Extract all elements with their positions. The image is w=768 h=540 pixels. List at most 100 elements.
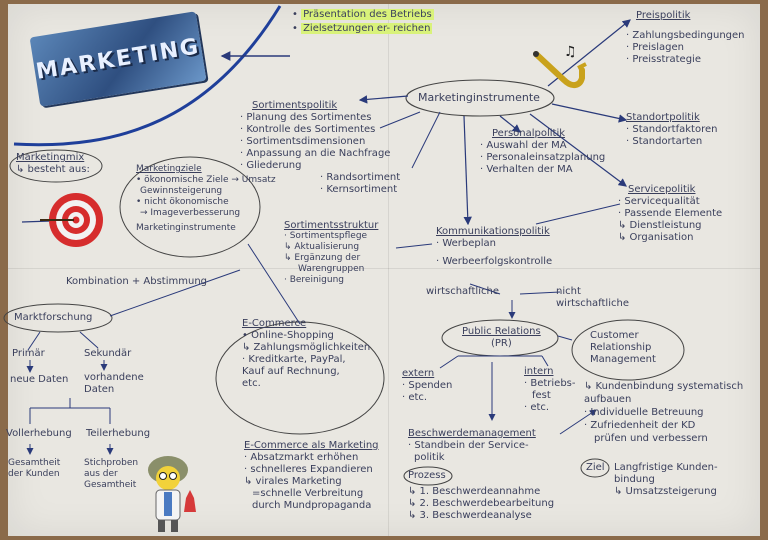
preispolitik-title: Preispolitik <box>636 10 691 21</box>
pr-abbr: (PR) <box>490 338 512 349</box>
sortimentspolitik-block: Sortimentspolitik · Planung des Sortimen… <box>240 100 400 196</box>
vollerhebung-sub: Gesamtheit der Kunden <box>8 458 61 479</box>
servicepolitik-item: ↳ Organisation <box>618 232 694 243</box>
ecommerce-item: Kauf auf Rechnung, <box>242 366 340 377</box>
kommunikationspolitik-block: Kommunikationspolitik · Werbeplan · Werb… <box>436 226 552 268</box>
top-note-line-1: Präsentation des Betriebs <box>301 9 434 20</box>
mix-bubble <box>9 149 103 183</box>
crm-item: ↳ Kundenbindung systematisch aufbauen <box>584 381 744 405</box>
ecommerce-marketing-item: · Absatzmarkt erhöhen <box>244 452 359 463</box>
ecommerce-marketing-item: ↳ virales Marketing <box>244 476 342 487</box>
ecommerce-marketing-item: durch Mundpropaganda <box>252 500 372 511</box>
marketingziele-footer: Marketinginstrumente <box>136 223 236 233</box>
sortimentsstruktur-title: Sortimentsstruktur <box>284 220 379 231</box>
sortimentspolitik-item: · Planung des Sortimentes <box>240 112 372 123</box>
pr-extern-title: extern <box>402 368 435 379</box>
ecommerce-marketing-item: · schnelleres Expandieren <box>244 464 373 475</box>
prozess-step: ↳ 1. Beschwerdeannahme <box>408 486 541 497</box>
servicepolitik-block: Servicepolitik · Servicequalität · Passe… <box>618 184 722 244</box>
svg-text:♫: ♫ <box>564 44 577 60</box>
beschwerde-item: politik <box>414 452 445 463</box>
kommunikationspolitik-item: · Werbeplan <box>436 238 497 249</box>
preispolitik-block: Preispolitik · Zahlungsbedingungen · Pre… <box>626 10 745 66</box>
scientist-figure-icon <box>148 456 196 532</box>
wirtschaftliche-label: wirtschaftliche <box>426 286 499 297</box>
sekundaer-label: Sekundär <box>84 348 132 359</box>
personalpolitik-item: · Verhalten der MA <box>480 164 573 175</box>
header-arc <box>13 5 282 147</box>
personalpolitik-title: Personalpolitik <box>492 128 566 139</box>
ecommerce-marketing-block: E-Commerce als Marketing · Absatzmarkt e… <box>244 440 379 512</box>
ecommerce-item: • Online-Shopping <box>242 330 334 341</box>
marketingziele-item: • nicht ökonomische <box>136 197 229 207</box>
poster-sheet <box>8 4 760 536</box>
pr-extern-item: · Spenden <box>402 380 453 391</box>
fold-line-horizontal <box>8 268 760 269</box>
teilerhebung-sub: Stichproben aus der Gesamtheit <box>84 458 139 490</box>
pr-block: Public Relations (PR) <box>462 326 541 350</box>
servicepolitik-item: · Servicequalität <box>618 196 700 207</box>
pr-intern-title: intern <box>524 366 554 377</box>
sortimentspolitik-item: · Sortimentsdimensionen <box>240 136 366 147</box>
ziel-bubble <box>580 458 610 478</box>
sortimentspolitik-item: · Anpassung an die Nachfrage <box>240 148 391 159</box>
marketingziele-item: → Imageverbesserung <box>140 208 241 218</box>
crm-ziel-item: Langfristige Kunden- <box>614 462 718 473</box>
sortimentspolitik-item: · Kontrolle des Sortimentes <box>240 124 376 135</box>
ecommerce-item: · Kreditkarte, PayPal, <box>242 354 346 365</box>
kommunikationspolitik-title: Kommunikationspolitik <box>436 226 550 237</box>
beschwerde-block: Beschwerdemanagement · Standbein der Ser… <box>408 428 536 464</box>
fold-line-vertical <box>388 4 389 536</box>
pr-intern-block: intern · Betriebs- fest · etc. <box>524 366 576 414</box>
standortpolitik-block: Standortpolitik · Standortfaktoren · Sta… <box>626 112 717 148</box>
marketingziele-item: • ökonomische Ziele → Umsatz <box>136 175 276 185</box>
pr-intern-item: · etc. <box>524 402 550 413</box>
dartboard-target-icon <box>40 193 103 247</box>
crm-item: · Zufriedenheit der KD <box>584 420 696 431</box>
ecommerce-title: E-Commerce <box>242 318 307 329</box>
ziele-bubble <box>119 156 261 258</box>
marketingziele-block: Marketingziele • ökonomische Ziele → Ums… <box>136 164 276 234</box>
pr-intern-item: · Betriebs- <box>524 378 576 389</box>
crm-title: Customer Relationship Management <box>590 330 656 365</box>
sortimentsstruktur-item: · Bereinigung <box>284 275 345 285</box>
personalpolitik-item: · Personaleinsatzplanung <box>480 152 606 163</box>
crm-block: ↳ Kundenbindung systematisch aufbauen · … <box>584 380 744 445</box>
sortimentsstruktur-item: ↳ Ergänzung der <box>284 253 361 263</box>
crm-ziel-block: Langfristige Kunden- bindung ↳ Umsatzste… <box>614 462 718 498</box>
kommunikationspolitik-item: · Werbeerfolgskontrolle <box>436 256 553 267</box>
prozess-bubble <box>403 466 453 486</box>
sortimentsstruktur-block: Sortimentsstruktur · Sortimentspflege ↳ … <box>284 220 378 286</box>
preispolitik-item: · Preisstrategie <box>626 54 701 65</box>
marketingmix-block: Marketingmix ↳ besteht aus: <box>16 152 90 176</box>
sortimentspolitik-sub: · Kernsortiment <box>320 184 398 195</box>
personalpolitik-item: · Auswahl der MA <box>480 140 567 151</box>
sortimentsstruktur-item: · Sortimentspflege <box>284 231 368 241</box>
crm-item: prüfen und verbessern <box>594 433 708 444</box>
preispolitik-item: · Zahlungsbedingungen <box>626 30 745 41</box>
ecommerce-block: E-Commerce • Online-Shopping ↳ Zahlungsm… <box>242 318 370 390</box>
forschung-bubble <box>3 303 113 333</box>
marketingmix-subtitle: ↳ besteht aus: <box>16 164 90 175</box>
beschwerde-item: · Standbein der Service- <box>408 440 529 451</box>
nicht-wirtschaftliche-label: nicht wirtschaftliche <box>556 286 629 309</box>
ecommerce-marketing-title: E-Commerce als Marketing <box>244 440 379 451</box>
logo-text: MARKETING <box>34 33 202 85</box>
beschwerde-title: Beschwerdemanagement <box>408 428 536 439</box>
ecommerce-marketing-item: =schnelle Verbreitung <box>252 488 364 499</box>
pr-title: Public Relations <box>462 326 541 337</box>
prozess-step: ↳ 2. Beschwerdebearbeitung <box>408 498 555 509</box>
standortpolitik-item: · Standortarten <box>626 136 703 147</box>
marktforschung-title: Marktforschung <box>14 312 93 323</box>
sortimentspolitik-title: Sortimentspolitik <box>252 100 338 111</box>
sortimentsstruktur-item: Warengruppen <box>298 264 365 274</box>
crm-ziel-label: Ziel <box>586 462 605 473</box>
servicepolitik-title: Servicepolitik <box>628 184 696 195</box>
marketingmix-title: Marketingmix <box>16 152 85 163</box>
crm-ziel-item: ↳ Umsatzsteigerung <box>614 486 717 497</box>
ecommerce-item: etc. <box>242 378 261 389</box>
preispolitik-item: · Preislagen <box>626 42 684 53</box>
prozess-steps: ↳ 1. Beschwerdeannahme ↳ 2. Beschwerdebe… <box>408 486 554 522</box>
